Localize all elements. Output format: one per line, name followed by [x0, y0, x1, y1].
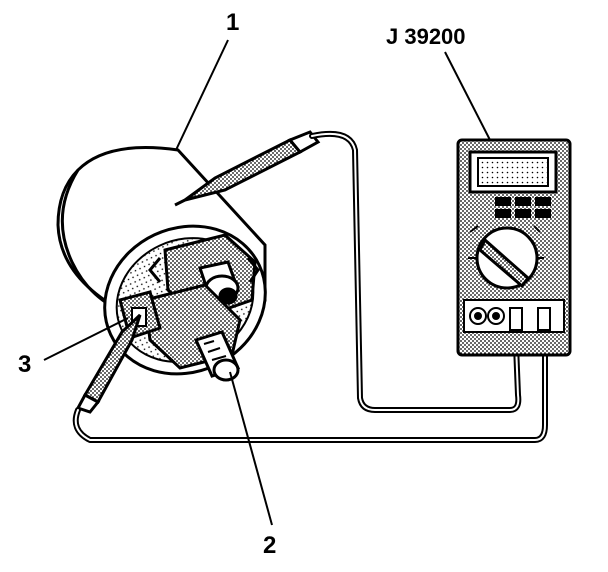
- callout-3: 3: [18, 351, 31, 378]
- callout-leaders: [43, 39, 491, 526]
- motor-terminal-stud: [193, 330, 241, 382]
- callout-1: 1: [226, 9, 239, 36]
- callout-2: 2: [263, 532, 276, 559]
- solenoid: [56, 146, 267, 382]
- leader-3: [43, 317, 129, 361]
- rotary-dial: [468, 225, 544, 290]
- multimeter-buttons: [495, 197, 551, 218]
- multimeter-j39200: [456, 138, 572, 357]
- tool-number-label: J 39200: [386, 24, 466, 49]
- leader-2: [229, 371, 273, 526]
- leader-1: [175, 39, 229, 151]
- lower-test-probe: [75, 313, 142, 414]
- leader-tool: [444, 51, 491, 141]
- input-jacks: [469, 307, 505, 325]
